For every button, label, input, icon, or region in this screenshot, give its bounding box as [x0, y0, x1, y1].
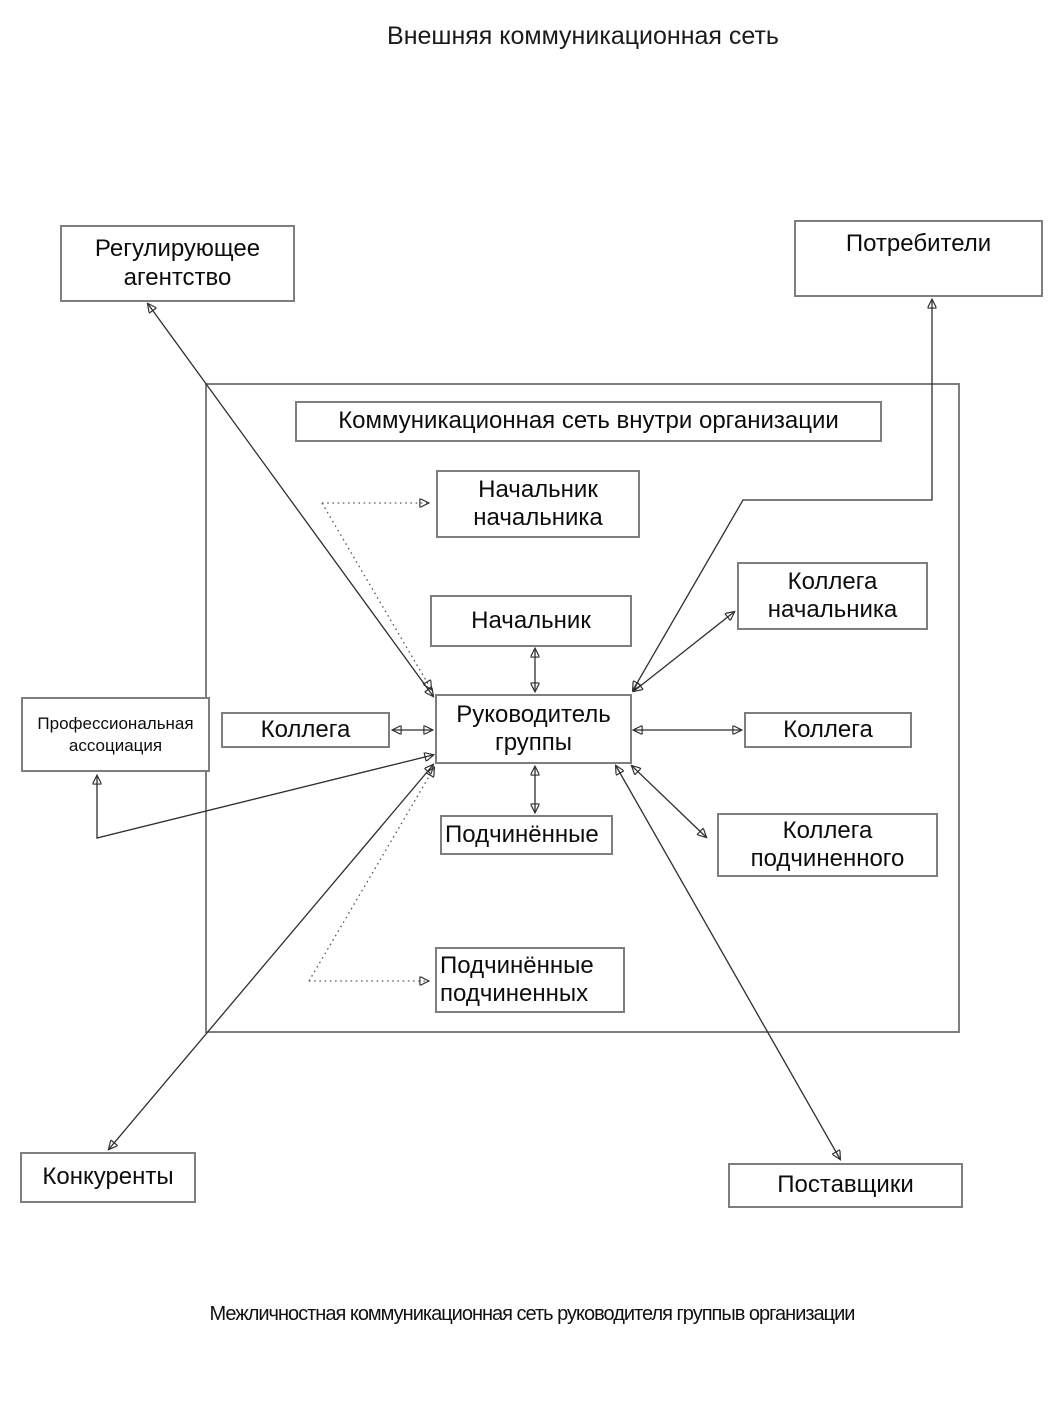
internal-network-title: Коммуникационная сеть внутри организации	[295, 401, 882, 442]
node-subordinate-colleague-label: Коллега подчиненного	[750, 816, 905, 872]
node-subordinates-of-subordinates: Подчинённые подчиненных	[435, 947, 625, 1013]
node-group-leader-label: Руководитель группы	[456, 700, 611, 756]
node-professional-association: Профессиональная ассоциация	[21, 697, 210, 772]
node-suppliers: Поставщики	[728, 1163, 963, 1208]
node-competitors: Конкуренты	[20, 1152, 196, 1203]
node-boss-label: Начальник	[471, 606, 591, 634]
node-professional-association-label: Профессиональная ассоциация	[37, 714, 194, 755]
node-consumers: Потребители	[794, 220, 1043, 297]
node-subordinates-of-subordinates-label: Подчинённые подчиненных	[440, 951, 594, 1007]
node-boss: Начальник	[430, 595, 632, 647]
node-boss-colleague: Коллега начальника	[737, 562, 928, 630]
node-consumers-label: Потребители	[845, 230, 992, 257]
node-boss-of-boss: Начальник начальника	[436, 470, 640, 538]
node-subordinates-label: Подчинённые	[445, 820, 599, 848]
node-colleague-left-label: Коллега	[260, 715, 351, 743]
internal-network-title-label: Коммуникационная сеть внутри организации	[338, 407, 839, 435]
node-group-leader: Руководитель группы	[435, 694, 632, 764]
node-competitors-label: Конкуренты	[42, 1163, 174, 1191]
node-colleague-right: Коллега	[744, 712, 912, 748]
node-colleague-right-label: Коллега	[783, 715, 873, 743]
node-subordinates: Подчинённые	[440, 815, 613, 855]
node-colleague-left: Коллега	[221, 712, 390, 748]
node-boss-colleague-label: Коллега начальника	[767, 567, 898, 623]
node-suppliers-label: Поставщики	[777, 1171, 914, 1199]
node-boss-of-boss-label: Начальник начальника	[473, 475, 603, 531]
node-regulating-agency: Регулирующее агентство	[60, 225, 295, 302]
node-subordinate-colleague: Коллега подчиненного	[717, 813, 938, 877]
node-regulating-agency-label: Регулирующее агентство	[94, 235, 261, 291]
diagram-caption: Межличностная коммуникационная сеть руко…	[209, 1303, 856, 1325]
diagram-title: Внешняя коммуникационная сеть	[387, 22, 779, 50]
